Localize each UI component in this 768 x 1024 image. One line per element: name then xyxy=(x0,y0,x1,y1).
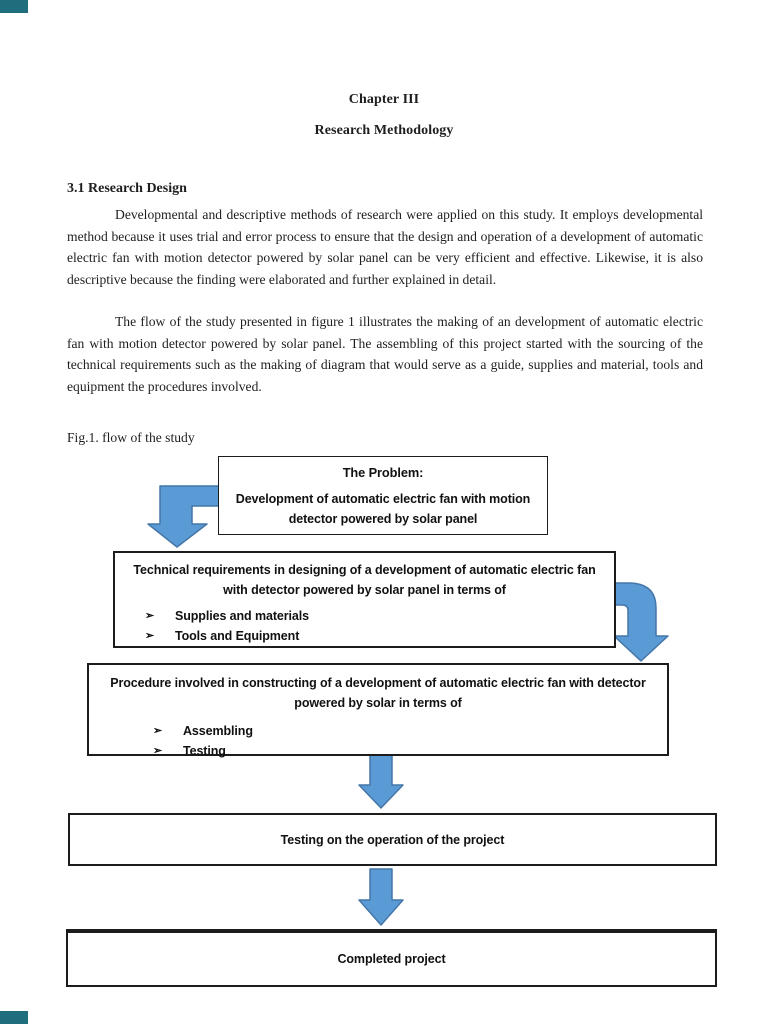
procedure-box-bullets: ➢ Assembling ➢ Testing xyxy=(89,721,667,761)
procedure-box-body: Procedure involved in constructing of a … xyxy=(110,676,646,710)
chapter-title: Chapter III xyxy=(348,92,420,107)
bullet-testing: ➢ Testing xyxy=(153,741,667,761)
section-heading: 3.1 Research Design xyxy=(67,181,187,196)
teal-corner-mark-bottom-left xyxy=(0,1011,28,1024)
teal-corner-mark-top-left xyxy=(0,0,28,13)
elbow-arrow-problem-to-technical xyxy=(147,485,221,548)
problem-box-title: The Problem: xyxy=(342,465,424,480)
down-arrow-procedure-to-testing xyxy=(358,754,404,809)
testing-box-body: Testing on the operation of the project xyxy=(280,832,505,847)
bullet-label: Tools and Equipment xyxy=(175,629,300,643)
figure-caption: Fig.1. flow of the study xyxy=(67,430,195,445)
technical-box-bullets: ➢ Supplies and materials ➢ Tools and Equ… xyxy=(115,606,614,646)
down-arrow-testing-to-completed xyxy=(358,868,404,926)
elbow-arrow-technical-to-procedure xyxy=(611,582,669,662)
flowchart-box-completed: Completed project xyxy=(66,929,717,987)
bullet-supplies-and-materials: ➢ Supplies and materials xyxy=(145,606,614,626)
bullet-assembling: ➢ Assembling xyxy=(153,721,667,741)
problem-box-body: Development of automatic electric fan wi… xyxy=(235,492,531,526)
arrow-bullet-icon: ➢ xyxy=(153,725,163,737)
bullet-label: Assembling xyxy=(183,724,253,738)
bullet-tools-and-equipment: ➢ Tools and Equipment xyxy=(145,626,614,646)
flowchart-box-technical-requirements: Technical requirements in designing of a… xyxy=(113,551,616,648)
chapter-subtitle: Research Methodology xyxy=(314,123,454,138)
flowchart-box-testing: Testing on the operation of the project xyxy=(68,813,717,866)
technical-box-body: Technical requirements in designing of a… xyxy=(133,563,596,597)
paragraph-flow-of-study: The flow of the study presented in figur… xyxy=(67,314,703,394)
completed-box-body: Completed project xyxy=(337,952,446,966)
paragraph-research-design: Developmental and descriptive methods of… xyxy=(67,207,703,287)
bullet-label: Supplies and materials xyxy=(175,609,309,623)
arrow-bullet-icon: ➢ xyxy=(145,610,155,622)
flowchart-box-procedure: Procedure involved in constructing of a … xyxy=(87,663,669,758)
arrow-bullet-icon: ➢ xyxy=(145,630,155,642)
arrow-bullet-icon: ➢ xyxy=(153,745,163,757)
bullet-label: Testing xyxy=(183,744,226,758)
flowchart-box-problem: The Problem: Development of automatic el… xyxy=(218,456,548,535)
